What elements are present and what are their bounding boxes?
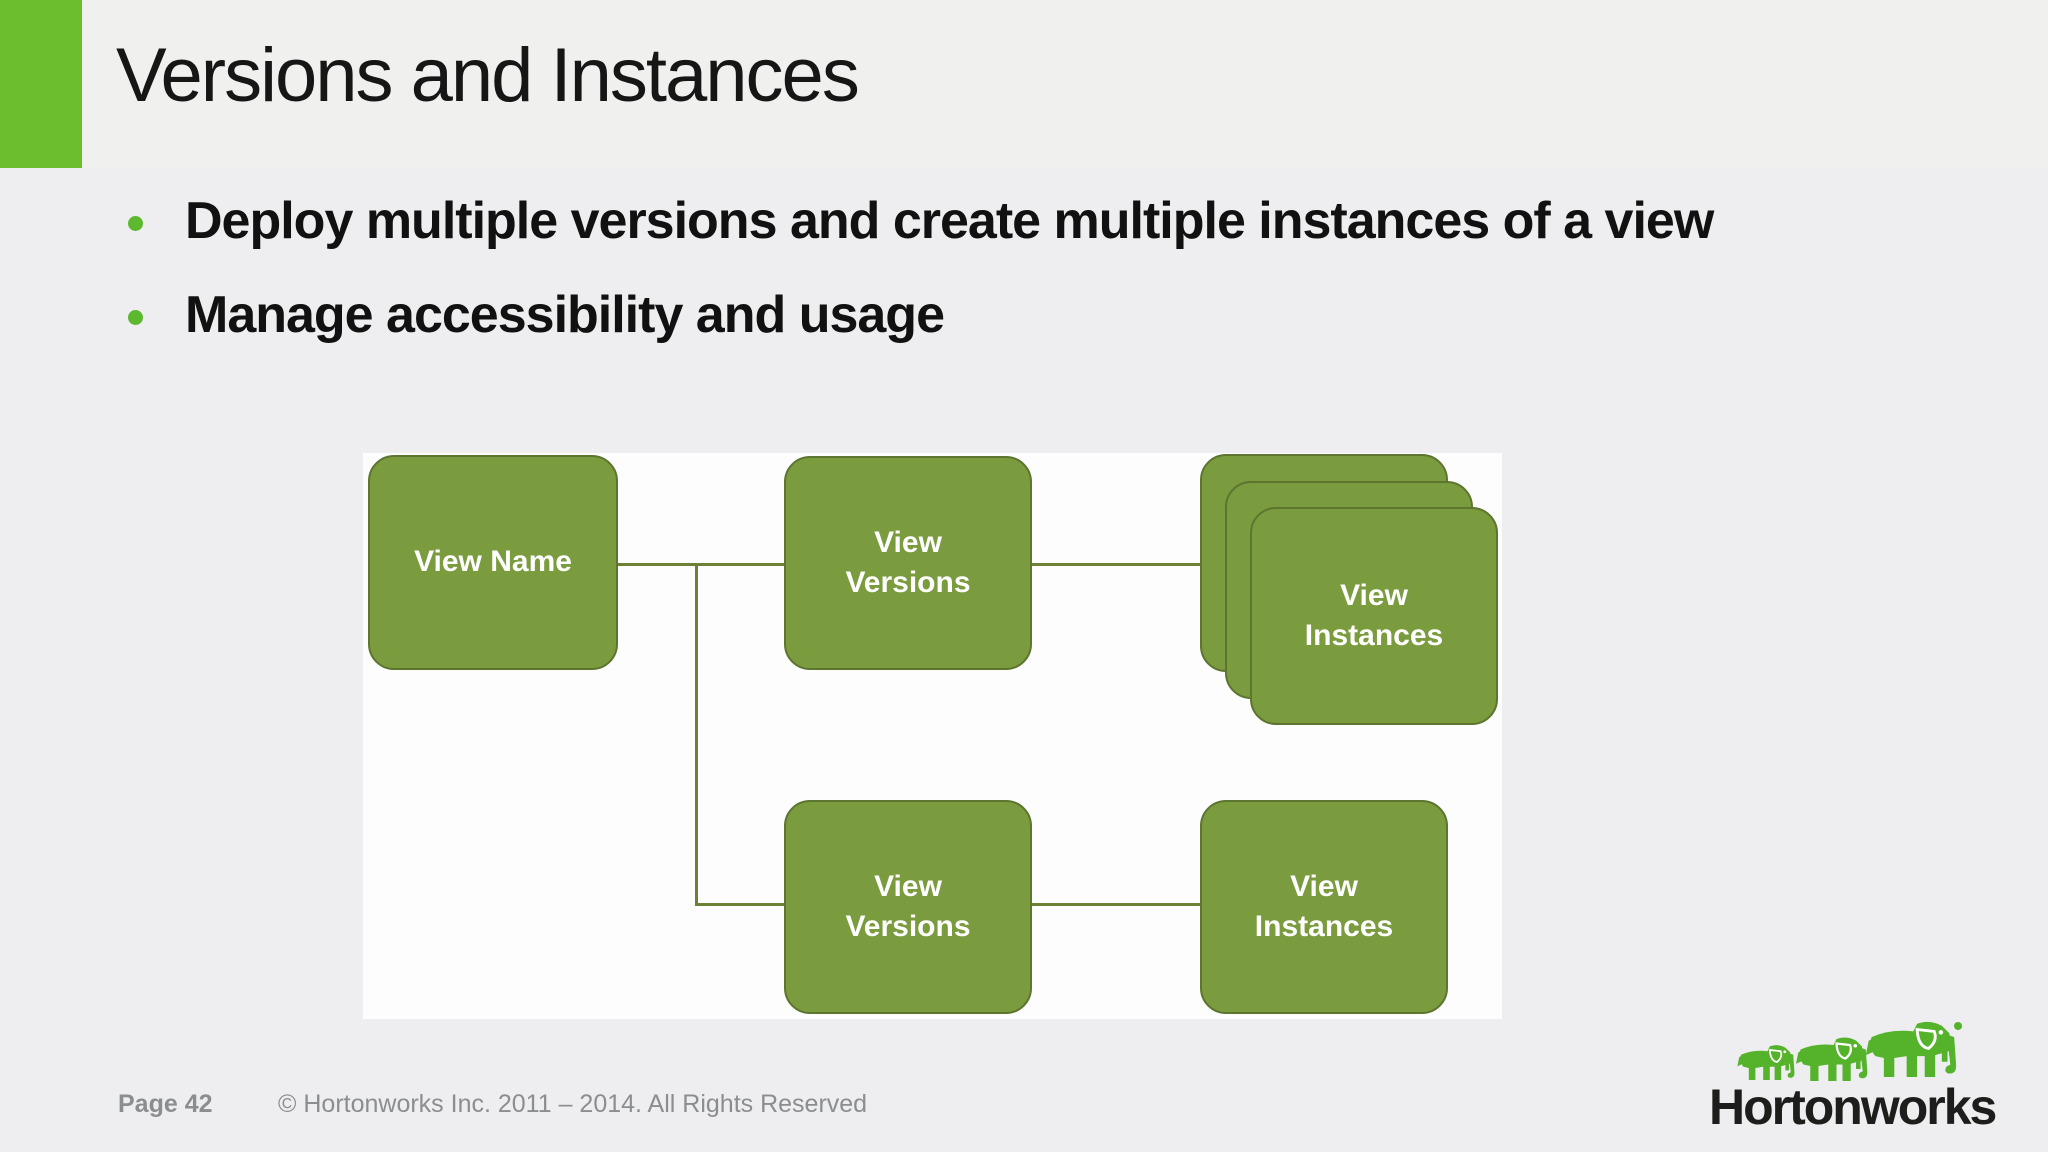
hortonworks-wordmark: Hortonworks xyxy=(1709,1079,1997,1135)
accent-bar xyxy=(0,0,82,168)
bullet-dot-icon xyxy=(128,216,143,231)
node-view-versions-bottom: View Versions xyxy=(784,800,1032,1014)
bullet-item: Manage accessibility and usage xyxy=(122,286,1882,346)
copyright-text: © Hortonworks Inc. 2011 – 2014. All Righ… xyxy=(278,1090,868,1118)
diagram-panel: View Name View Versions View Instances V… xyxy=(363,453,1502,1019)
node-view-instances-bottom: View Instances xyxy=(1200,800,1448,1014)
node-label: View Name xyxy=(414,545,572,579)
connector-line xyxy=(1032,903,1202,906)
connector-line xyxy=(1032,563,1202,566)
node-view-versions-top: View Versions xyxy=(784,456,1032,670)
connector-line xyxy=(695,563,698,906)
node-label: View Instances xyxy=(1304,578,1444,653)
node-view-name: View Name xyxy=(368,455,618,670)
bullet-text: Manage accessibility and usage xyxy=(185,285,945,344)
bullet-text: Deploy multiple versions and create mult… xyxy=(185,192,1714,250)
connector-line xyxy=(695,903,787,906)
node-view-instances-top: View Instances xyxy=(1250,507,1498,725)
page-number: Page 42 xyxy=(118,1090,213,1118)
three-elephants-icon xyxy=(1736,1020,1962,1083)
node-label: View Versions xyxy=(845,869,971,944)
connector-line xyxy=(613,563,788,566)
slide-footer: Page 42 © Hortonworks Inc. 2011 – 2014. … xyxy=(118,1090,867,1119)
bullet-dot-icon xyxy=(128,309,143,325)
node-label: View Instances xyxy=(1254,869,1394,944)
bullet-item: Deploy multiple versions and create mult… xyxy=(122,192,1882,252)
node-label: View Versions xyxy=(845,525,971,600)
hortonworks-logo: Hortonworks xyxy=(1705,1014,2005,1135)
page-title: Versions and Instances xyxy=(116,33,860,118)
title-band xyxy=(0,0,2048,168)
bullet-list: Deploy multiple versions and create mult… xyxy=(122,192,1882,380)
